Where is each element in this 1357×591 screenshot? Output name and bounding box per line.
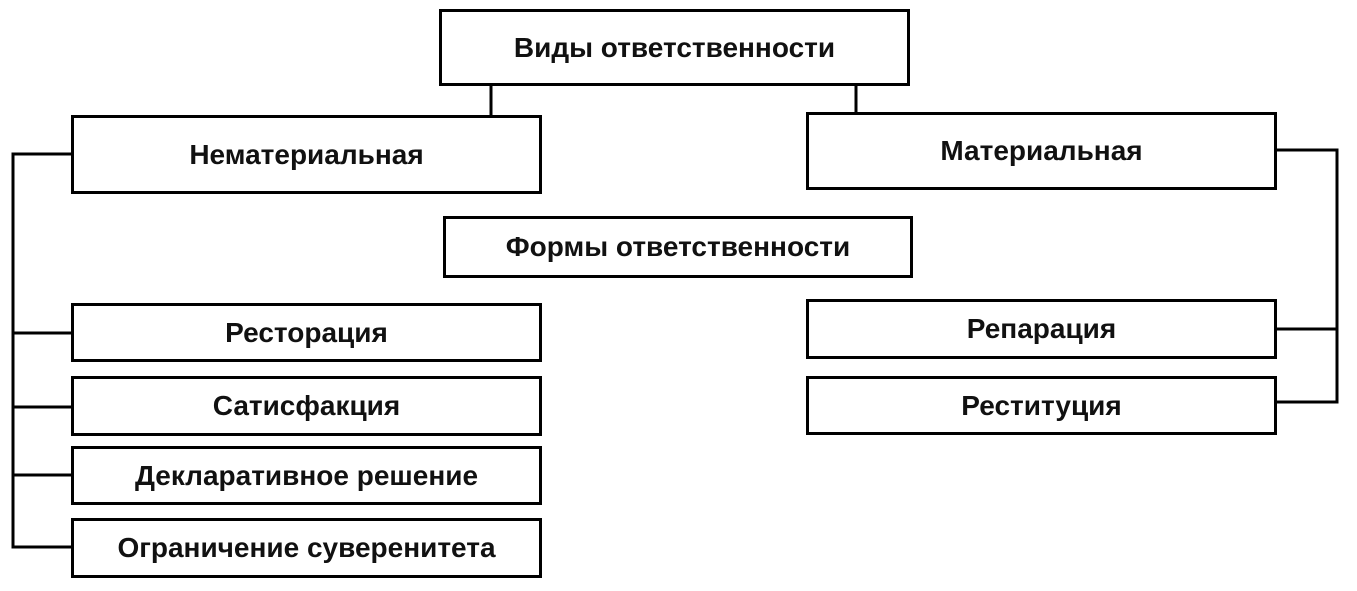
nonmaterial-label: Нематериальная [189, 138, 424, 170]
forms-header-label: Формы ответственности [505, 231, 851, 262]
material-box: Материальная [806, 112, 1277, 190]
form-restoration-box: Ресторация [71, 303, 542, 362]
form-restitution-label: Реституция [961, 389, 1122, 421]
form-satisfaction-box: Сатисфакция [71, 376, 542, 436]
form-declarative-label: Декларативное решение [134, 459, 479, 491]
root-box: Виды ответственности [439, 9, 910, 86]
nonmaterial-box: Нематериальная [71, 115, 542, 194]
form-sovereignty-label: Ограничение суверенитета [117, 532, 496, 563]
form-restoration-label: Ресторация [225, 316, 388, 348]
form-restitution-box: Реституция [806, 376, 1277, 435]
material-label: Материальная [940, 135, 1143, 166]
root-label: Виды ответственности [513, 31, 836, 63]
form-satisfaction-label: Сатисфакция [212, 390, 401, 421]
forms-header-box: Формы ответственности [443, 216, 913, 278]
form-sovereignty-box: Ограничение суверенитета [71, 518, 542, 578]
form-reparation-box: Репарация [806, 299, 1277, 359]
form-reparation-label: Репарация [966, 313, 1117, 344]
form-declarative-box: Декларативное решение [71, 446, 542, 505]
